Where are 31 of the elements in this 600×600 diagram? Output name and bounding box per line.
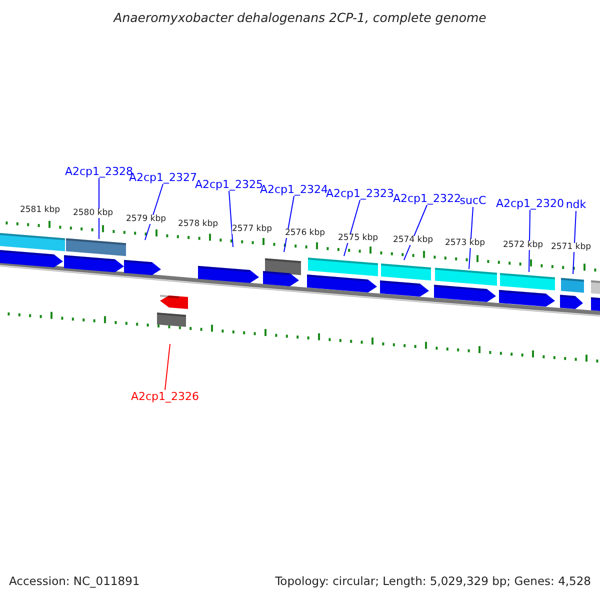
gene-label: A2cp1_2320 <box>496 197 564 210</box>
genome-info-text: Topology: circular; Length: 5,029,329 bp; Genes: 4,528 <box>275 574 591 588</box>
leader-line <box>164 344 170 390</box>
scale-label: 2580 kbp <box>72 209 114 218</box>
scale-label: 2578 kbp <box>178 220 218 229</box>
scale-label: 2575 kbp <box>338 234 378 243</box>
leader-line <box>344 200 360 256</box>
leader-line <box>572 210 576 274</box>
leader-line <box>404 204 428 260</box>
leader-line <box>228 190 234 248</box>
gene-label: A2cp1_2325 <box>194 178 264 191</box>
scale-label: 2574 kbp <box>392 236 434 245</box>
leader-line <box>468 206 474 270</box>
leader-line <box>144 184 164 240</box>
scale-label: 2577 kbp <box>232 225 272 234</box>
leader-line <box>98 178 100 240</box>
gene-label: sucC <box>460 194 486 207</box>
title: Anaeromyxobacter dehalogenans 2CP-1, complete genome <box>112 10 488 25</box>
gene-label: A2cp1_2323 <box>326 187 394 200</box>
leader-line <box>284 196 294 252</box>
gene-label: ndk <box>566 198 586 211</box>
scale-label: 2573 kbp <box>444 239 486 248</box>
scale-label: 2572 kbp <box>502 241 544 250</box>
leader-line <box>528 210 530 272</box>
gene-label: A2cp1_2322 <box>392 192 462 205</box>
scale-label: 2571 kbp <box>550 243 592 252</box>
accession-text: Accession: NC_011891 <box>9 574 140 588</box>
gene-label: A2cp1_2326 <box>130 390 200 403</box>
scale-label: 2576 kbp <box>284 229 326 238</box>
scale-label: 2579 kbp <box>126 215 166 224</box>
scale-label: 2581 kbp <box>20 206 60 215</box>
